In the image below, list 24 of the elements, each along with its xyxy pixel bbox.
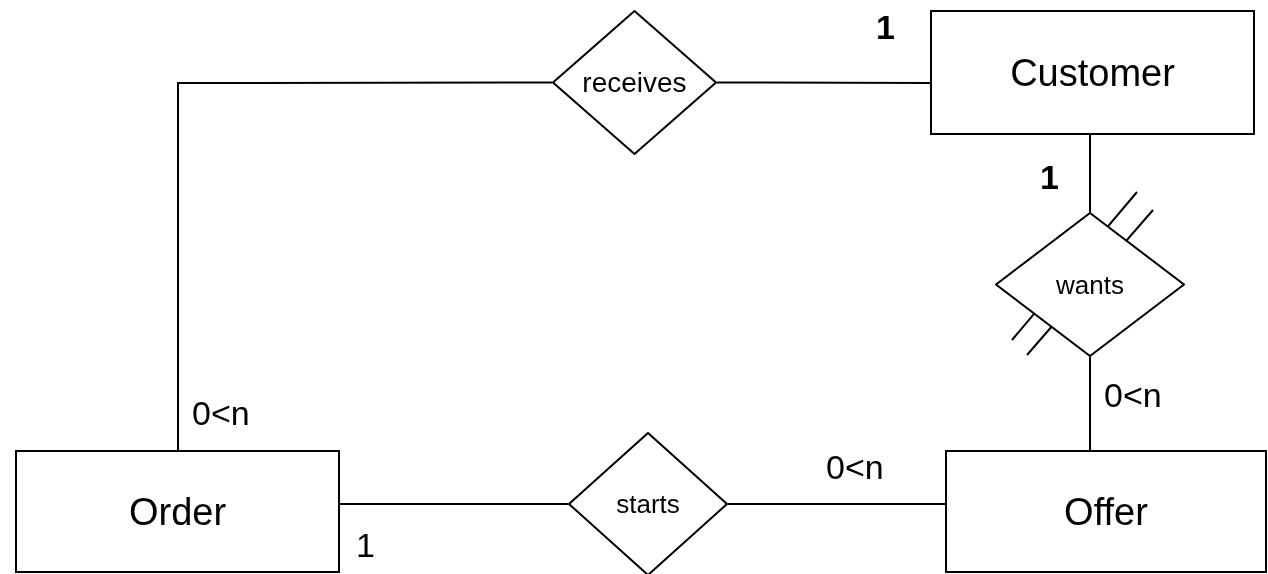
cardinality-label: 0<n	[826, 450, 884, 484]
node-label: Offer	[1064, 492, 1148, 531]
node-label: receives	[582, 68, 687, 97]
connector-line	[727, 503, 946, 505]
cardinality-label: 0<n	[1104, 378, 1162, 412]
entity-box	[930, 10, 1255, 135]
connector-line	[177, 81, 553, 451]
node-label: wants	[1056, 271, 1124, 298]
entity-box	[945, 450, 1267, 573]
relationship-diamond	[552, 10, 717, 155]
cardinality-label: 1	[356, 528, 375, 562]
entity-box	[15, 450, 340, 573]
connector-line	[716, 81, 931, 84]
cardinality-label: 0<n	[192, 396, 250, 430]
relationship-diamond	[568, 432, 728, 574]
cardinality-label: 1	[876, 10, 895, 44]
relationship-diamond	[995, 212, 1185, 357]
cardinality-label: 1	[1040, 160, 1059, 194]
connector-line	[339, 503, 569, 505]
connector-line	[1089, 134, 1091, 213]
node-label: starts	[616, 491, 680, 517]
connector-line	[1089, 356, 1091, 451]
node-label: Customer	[1010, 53, 1175, 92]
node-label: Order	[128, 492, 227, 531]
